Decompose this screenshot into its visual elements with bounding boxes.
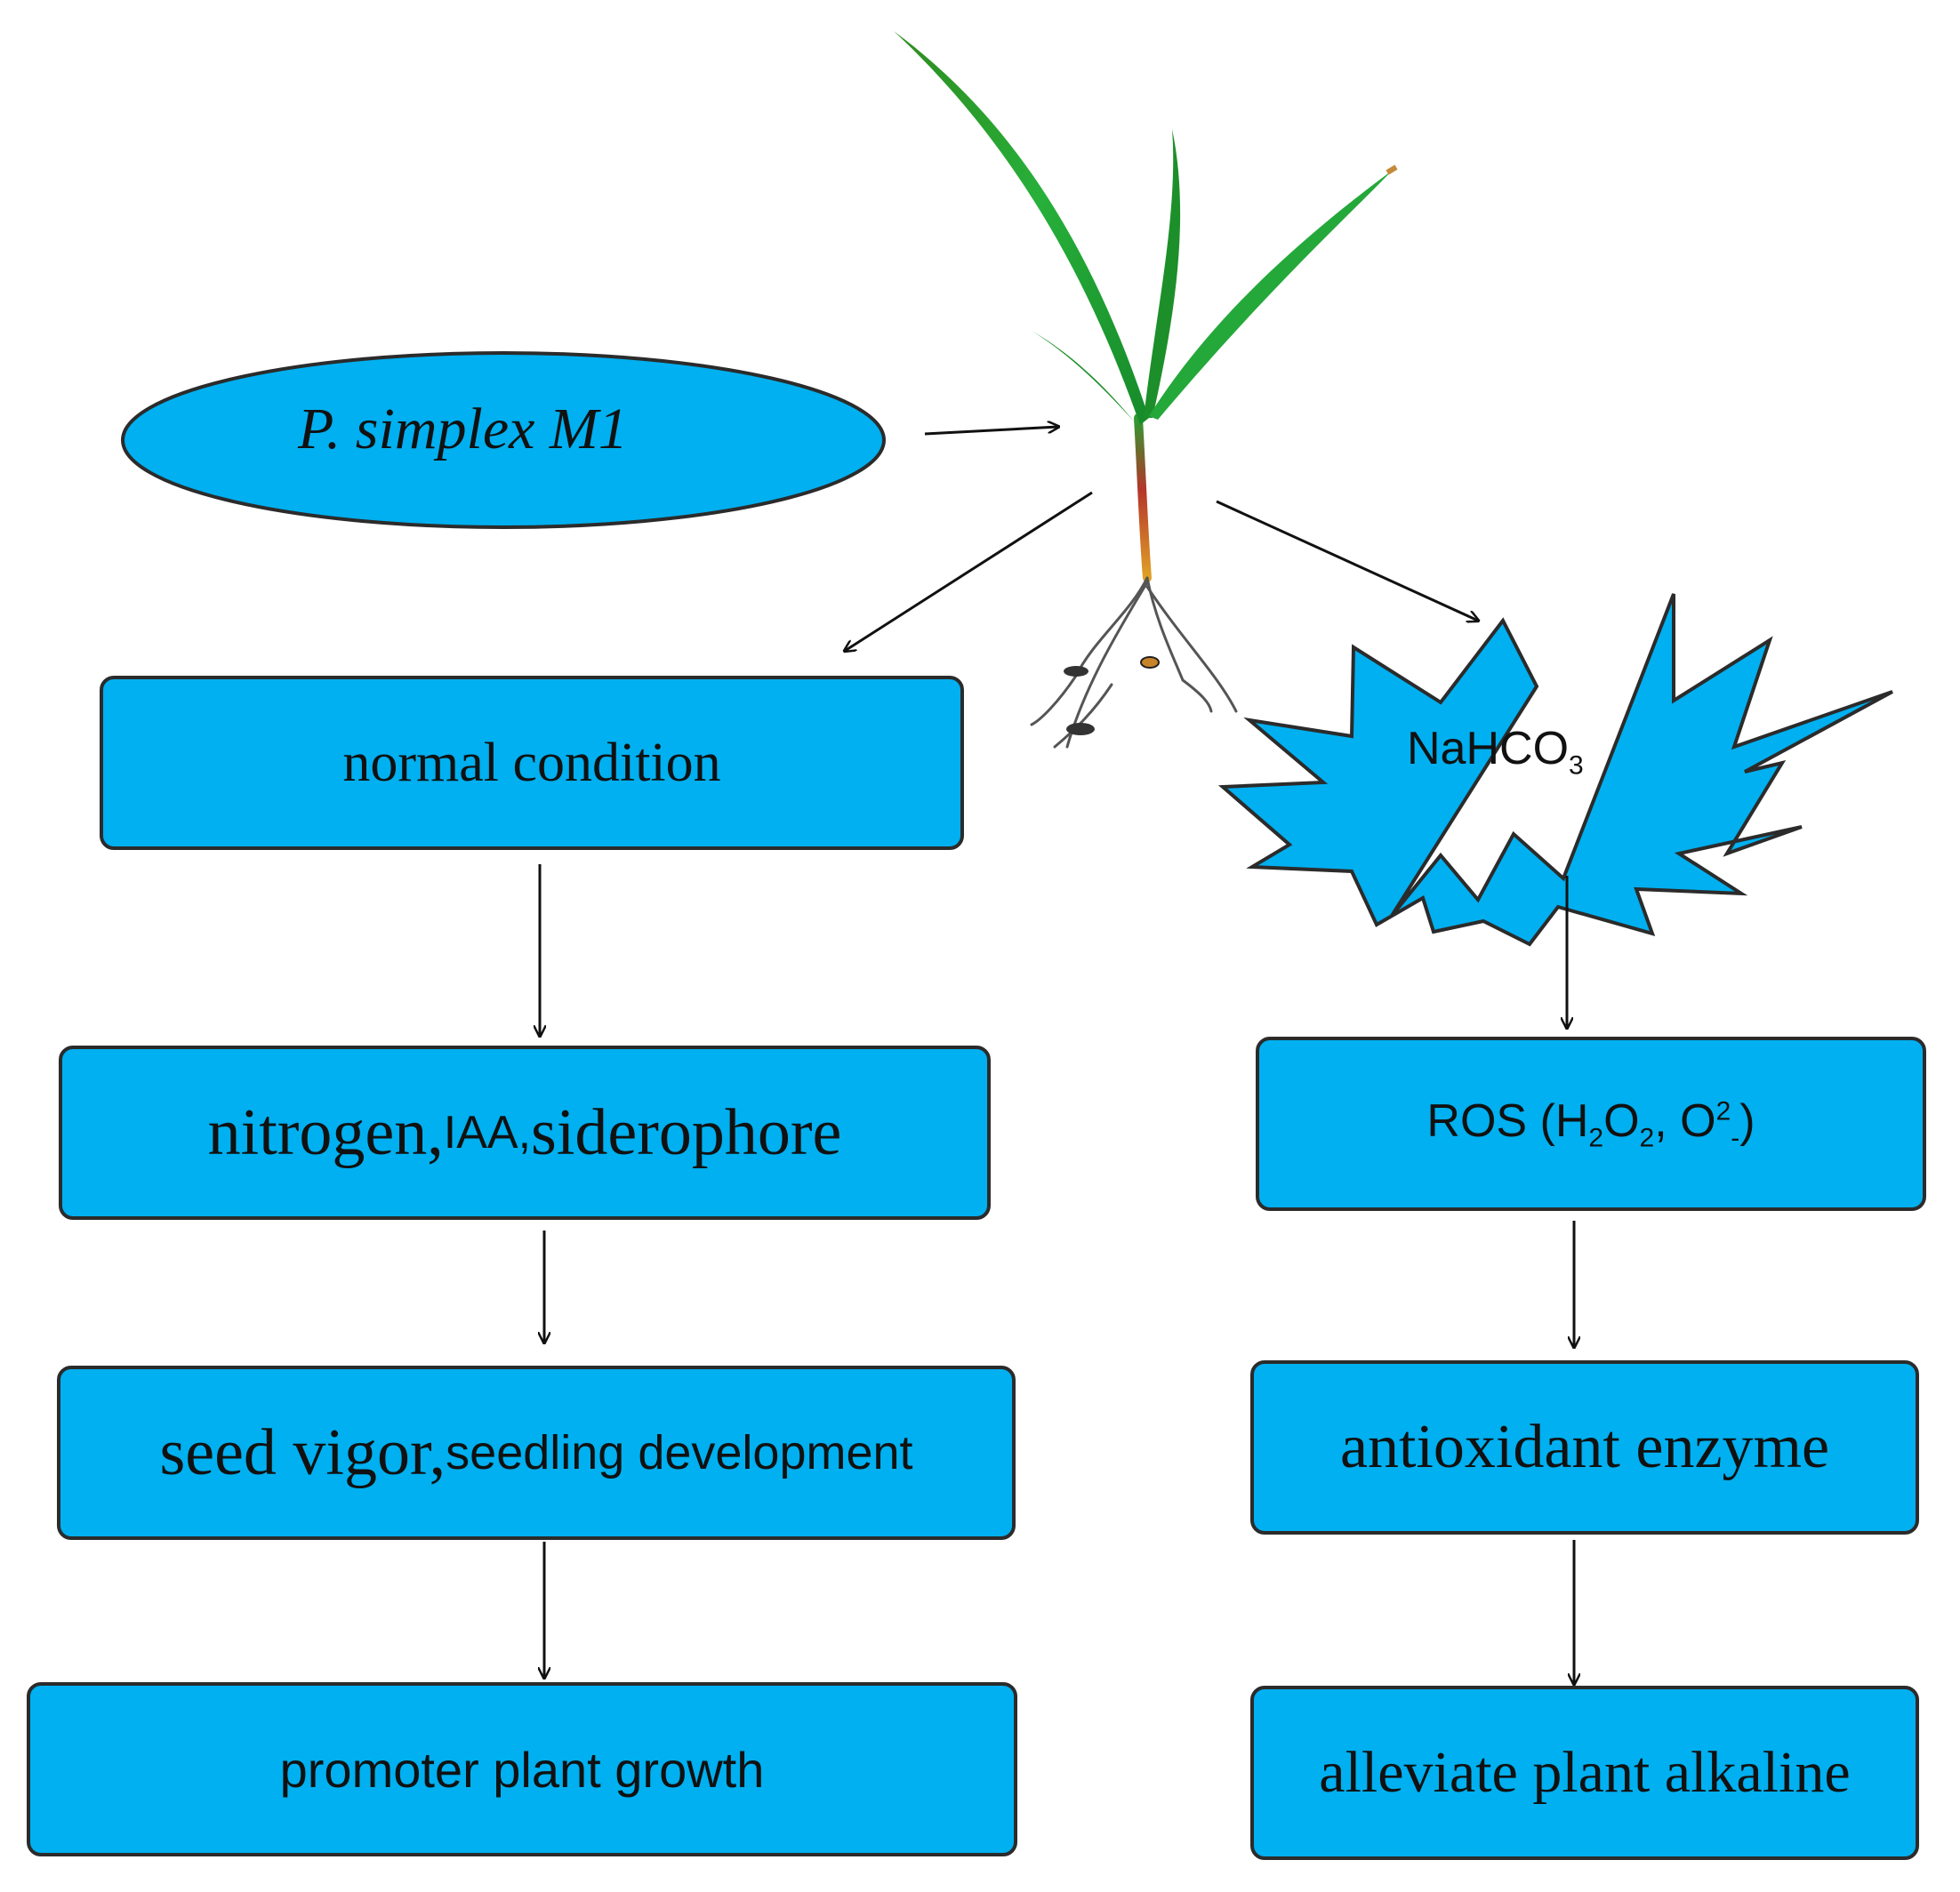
arrow-plant-to-normal <box>845 491 1093 651</box>
nitrogen-iaa-siderophore-box: nitrogen, IAA, siderophore <box>59 1046 991 1220</box>
seed-vigor-box: seed vigor, seedling development <box>57 1366 1016 1540</box>
antioxidant-enzyme-box: antioxidant enzyme <box>1250 1360 1919 1535</box>
ros-box: ROS (H2O2, O2-) <box>1256 1037 1926 1211</box>
arrow-plant-to-stress <box>1216 500 1478 621</box>
promoter-plant-growth-box: promoter plant growth <box>27 1682 1017 1856</box>
normal-condition-box: normal condition <box>100 676 964 850</box>
stress-starburst <box>1217 593 1893 947</box>
alleviate-plant-alkaline-box: alleviate plant alkaline <box>1250 1686 1919 1860</box>
stress-label: NaHCO3 <box>1407 723 1584 781</box>
organism-ellipse <box>121 351 886 529</box>
organism-label: P. simplex M1 <box>298 397 628 461</box>
arrow-organism-to-plant <box>924 427 1058 436</box>
maize-seedling-illustration <box>894 31 1398 749</box>
